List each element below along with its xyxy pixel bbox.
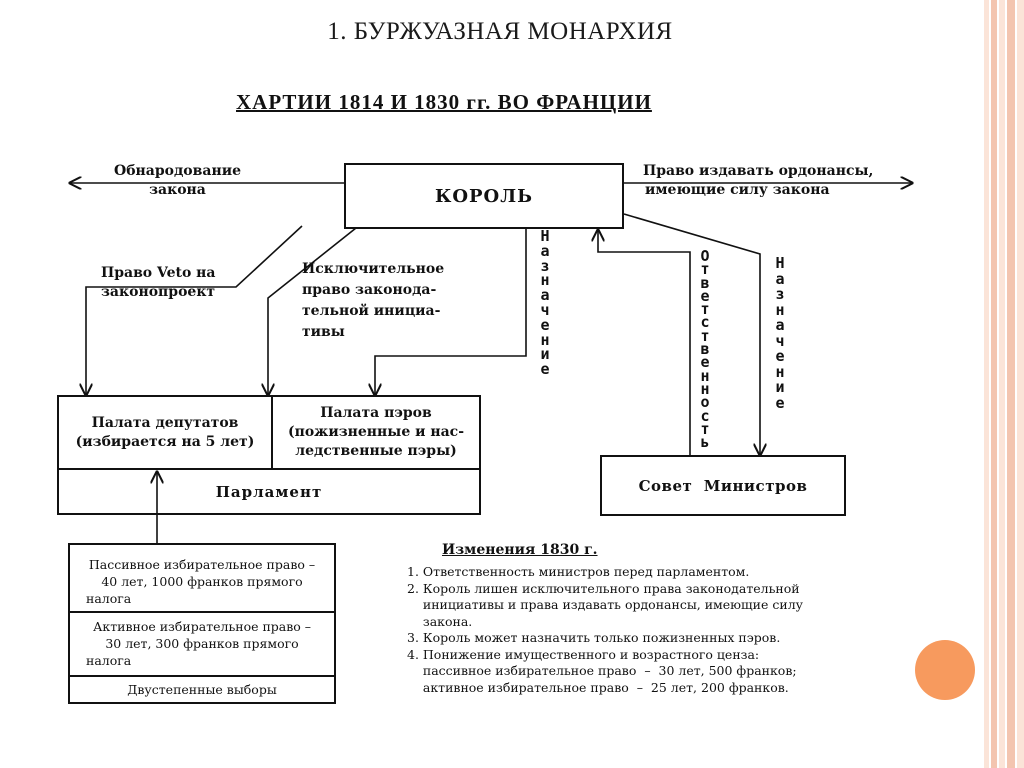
label-appointment-peers: Назначение <box>540 227 550 379</box>
label-veto: Право Veto на законопроект <box>101 265 216 300</box>
list-item: 2. Король лишен исключительного права за… <box>407 580 800 596</box>
label-promulgation: Обнародование закона <box>114 163 241 198</box>
king-box: КОРОЛЬ <box>344 163 624 229</box>
parliament-label: Парламент <box>215 482 323 501</box>
label-ordonnances: Право издавать ордонансы, имеющие силу з… <box>643 163 874 198</box>
list-item: пассивное избирательное право – 30 лет, … <box>407 663 797 678</box>
decor-stripe-1 <box>984 0 989 768</box>
parliament-box: Парламент <box>57 468 481 515</box>
list-item: закона. <box>407 613 473 629</box>
list-item: 3. Король может назначить только пожизне… <box>407 630 781 645</box>
decor-stripe-3 <box>999 0 1005 768</box>
active-right-cell: Активное избирательное право – 30 лет, 3… <box>70 613 334 677</box>
list-item: активное избирательное право – 25 лет, 2… <box>407 679 789 695</box>
council-label: Совет Министров <box>638 476 808 495</box>
diagram-title: ХАРТИИ 1814 И 1830 гг. ВО ФРАНЦИИ <box>236 90 652 114</box>
two-stage-elections-cell: Двустепенные выборы <box>127 682 277 697</box>
changes-list: 1. Ответственность министров перед парла… <box>407 564 803 696</box>
decor-stripe-2 <box>991 0 997 768</box>
label-appointment-ministers: Назначение <box>775 254 785 412</box>
electorate-table: Пассивное избирательное право – 40 лет, … <box>68 543 336 704</box>
label-initiative: Исключительное право законода- тельной и… <box>302 261 445 340</box>
king-label: КОРОЛЬ <box>434 185 534 207</box>
label-responsibility: Ответственность <box>700 247 710 452</box>
list-item: инициативы и права издавать ордонансы, и… <box>407 597 803 612</box>
changes-title: Изменения 1830 г. <box>442 542 598 558</box>
council-box: Совет Министров <box>600 455 846 516</box>
chamber-peers-box: Палата пэров (пожизненные и нас- ледстве… <box>271 395 481 470</box>
decor-stripe-5 <box>1017 0 1024 768</box>
decor-stripe-4 <box>1007 0 1015 768</box>
passive-right-cell: Пассивное избирательное право – 40 лет, … <box>70 545 334 613</box>
list-item: 1. Ответственность министров перед парла… <box>407 564 750 579</box>
accent-circle <box>915 640 975 700</box>
chamber-deputies-box: Палата депутатов (избирается на 5 лет) <box>57 395 273 470</box>
list-item: 4. Понижение имущественного и возрастног… <box>407 646 760 662</box>
slide-title: 1. БУРЖУАЗНАЯ МОНАРХИЯ <box>327 18 673 45</box>
